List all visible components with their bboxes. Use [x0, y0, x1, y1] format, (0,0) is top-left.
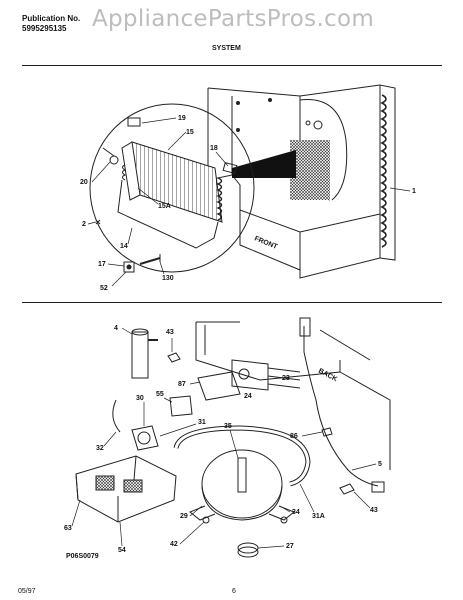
back-label: BACK: [317, 368, 338, 384]
callout-14: 14: [120, 243, 128, 250]
callout-55: 55: [156, 391, 164, 398]
callout-29: 29: [180, 513, 188, 520]
publication-label: Publication No.: [22, 14, 81, 23]
callout-20: 20: [80, 179, 88, 186]
page-number: 6: [232, 588, 236, 595]
callout-2: 2: [82, 221, 86, 228]
callout-1: 1: [412, 188, 416, 195]
callout-24: 24: [244, 393, 252, 400]
callout-30: 30: [136, 395, 144, 402]
publication-info: Publication No. 5995295135: [22, 14, 80, 34]
publication-number: 5995295135: [22, 24, 67, 33]
callout-15: 15: [186, 129, 194, 136]
condenser-detail-circle: [89, 103, 255, 273]
callout-52: 52: [100, 285, 108, 292]
callout-32: 32: [96, 445, 104, 452]
callout-23: 23: [282, 375, 290, 382]
detail-projection: [232, 150, 296, 178]
bottom-callouts: 4 43 87 23 55 24 30 31 32 35 86 5 63 29 …: [64, 325, 382, 554]
callout-31a: 31A: [312, 513, 325, 520]
callout-34: 34: [292, 509, 300, 516]
callout-43-top: 43: [166, 329, 174, 336]
callout-31: 31: [198, 419, 206, 426]
callout-63: 63: [64, 525, 72, 532]
watermark-logo: AppliancePartsPros.com: [92, 6, 375, 32]
section-divider: [22, 302, 442, 303]
callout-27: 27: [286, 543, 294, 550]
callout-42: 42: [170, 541, 178, 548]
callout-87: 87: [178, 381, 186, 388]
callout-35: 35: [224, 423, 232, 430]
callout-4: 4: [114, 325, 118, 332]
compressor-drawing: [75, 317, 391, 558]
callout-54: 54: [118, 547, 126, 554]
callout-43-bottom: 43: [370, 507, 378, 514]
callout-5: 5: [378, 461, 382, 468]
callout-17: 17: [98, 261, 106, 268]
figure-code: P06S0079: [66, 553, 99, 560]
callout-15a: 15A: [158, 203, 171, 210]
callout-18: 18: [210, 145, 218, 152]
callout-19: 19: [178, 115, 186, 122]
header-divider: [22, 65, 442, 66]
front-label: FRONT: [253, 235, 279, 251]
section-title: SYSTEM: [212, 45, 241, 52]
footer-date: 05/97: [18, 588, 36, 595]
callout-86: 86: [290, 433, 298, 440]
callout-130: 130: [162, 275, 174, 282]
cabinet-drawing: [207, 84, 396, 279]
